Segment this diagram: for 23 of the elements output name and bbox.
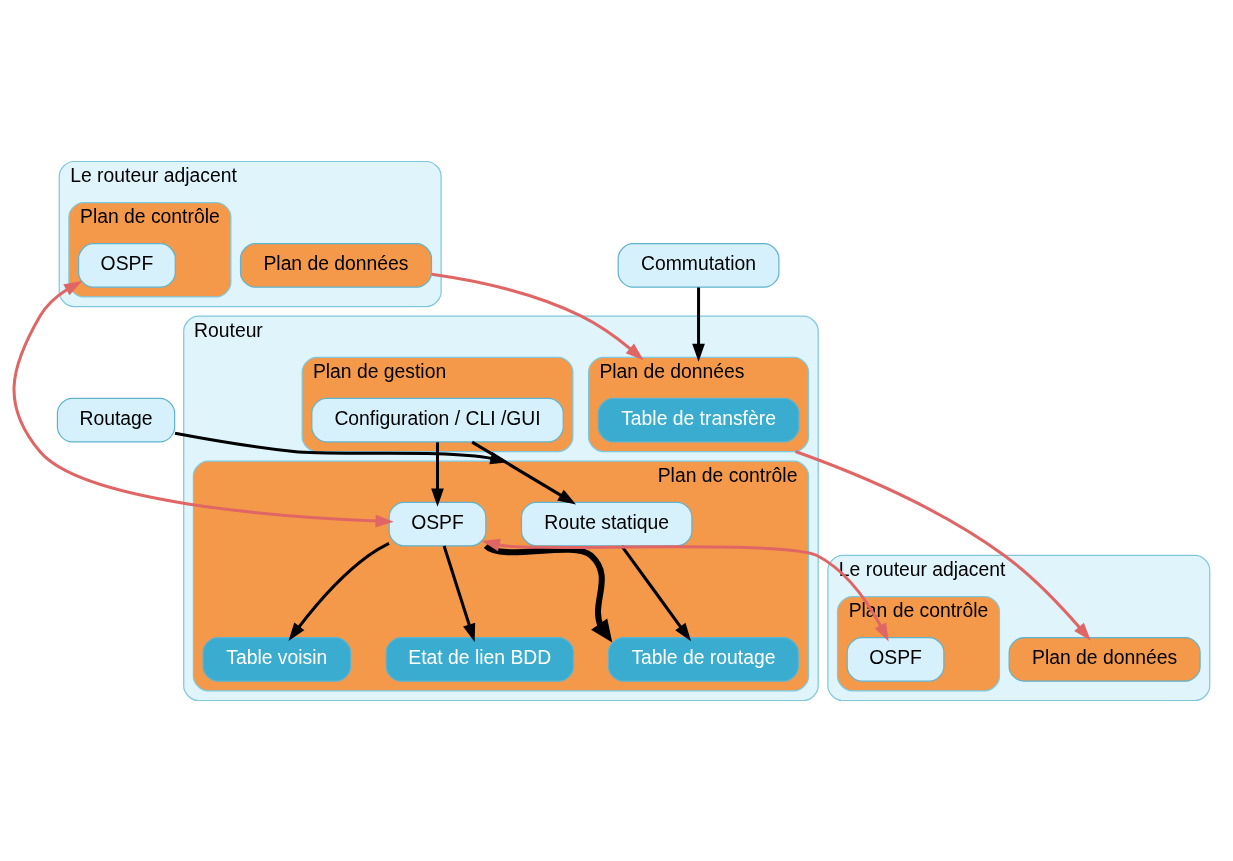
node-box: OSPF (846, 636, 945, 682)
node-box: Etat de lien BDD (385, 636, 575, 682)
node-box: Table de routage (607, 636, 799, 682)
arrow (692, 287, 705, 362)
arrow (471, 440, 577, 504)
node-box: Plan de données (239, 242, 433, 288)
node-box: Commutation (617, 242, 780, 288)
node-box: Route statique (520, 501, 693, 546)
arrow (431, 272, 644, 360)
node-box: Table voisin (202, 636, 352, 682)
node-box: Routage (56, 397, 176, 442)
node-box: Plan de données (1008, 636, 1201, 682)
arrow (431, 441, 444, 507)
arrow (12, 280, 394, 527)
node-box: OSPF (78, 242, 176, 288)
arrow (481, 538, 889, 642)
node-box: Configuration / CLI /GUI (311, 397, 564, 442)
arrow (442, 545, 476, 642)
arrow (288, 541, 390, 641)
arrow (484, 542, 613, 643)
node-box: OSPF (388, 501, 487, 546)
node-box: Table de transfère (597, 397, 800, 442)
arrow (794, 449, 1091, 641)
